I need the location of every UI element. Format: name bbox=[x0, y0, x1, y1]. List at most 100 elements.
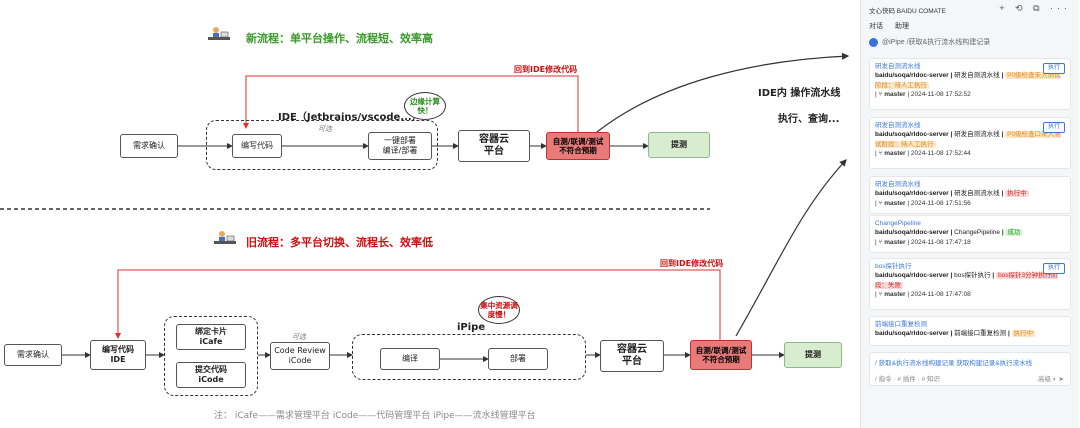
pipeline-card-summary: baidu/soqa/rldoc-server | 研发自测流水线 | P0级检… bbox=[875, 72, 1061, 89]
branch-name: master bbox=[884, 199, 906, 207]
pipeline-card-title[interactable]: 研发自测流水线 bbox=[875, 181, 921, 188]
tab-assistant[interactable]: 助理 bbox=[894, 23, 909, 30]
top-back-arrow bbox=[243, 75, 579, 132]
curve-top bbox=[591, 52, 850, 137]
pipeline-meta: | ⑂ master | 2024-11-08 17:47:08 bbox=[875, 291, 971, 299]
person-at-desk-icon bbox=[214, 231, 236, 244]
run-time: 2024-11-08 17:51:56 bbox=[910, 199, 971, 207]
bottom-test-node: 自测/联调/测试 不符合预期 bbox=[690, 340, 752, 370]
bottom-requirement-node: 需求确认 bbox=[4, 344, 62, 366]
pipeline-desc: 研发自测流水线 bbox=[954, 131, 1000, 139]
resource-bubble: 集中资源调度慢！ bbox=[478, 296, 520, 324]
connector-lines bbox=[0, 52, 850, 362]
bind-card-node: 绑定卡片 iCafe bbox=[176, 324, 246, 350]
panel-tabs: 对话 助理 bbox=[869, 21, 919, 31]
top-write-code-node: 编写代码 bbox=[232, 134, 282, 158]
run-time: 2024-11-08 17:47:18 bbox=[910, 238, 971, 246]
edge-compute-bubble: 边缘计算快！ bbox=[404, 92, 446, 120]
icafe-icode-group bbox=[164, 316, 258, 396]
top-requirement-node: 需求确认 bbox=[120, 134, 178, 158]
ipipe-group-title: iPipe bbox=[457, 322, 486, 333]
pipeline-desc: 前端接口重复检测 bbox=[954, 330, 1007, 338]
ipipe-hint: @iPipe /获取&执行流水线构建记录 bbox=[869, 37, 990, 47]
top-back-label: 回到IDE修改代码 bbox=[514, 65, 578, 74]
run-time: 2024-11-08 17:52:44 bbox=[910, 150, 971, 158]
pipeline-desc: bos探针执行 bbox=[954, 272, 991, 280]
pipeline-card-title[interactable]: 研发自测流水线 bbox=[875, 122, 921, 129]
bottom-cloud-node: 容器云 平台 bbox=[600, 340, 664, 372]
top-test-node: 自测/联调/测试 不符合预期 bbox=[546, 132, 610, 160]
pipeline-meta: | ⑂ master | 2024-11-08 17:51:56 bbox=[875, 199, 971, 207]
pipeline-card-title[interactable]: bos探针执行 bbox=[875, 263, 912, 270]
pipeline-meta: | ⑂ master | 2024-11-08 17:47:18 bbox=[875, 238, 971, 246]
pipeline-card-title[interactable]: ChangePipeline bbox=[875, 220, 921, 227]
pipeline-card-summary: baidu/soqa/rldoc-server | 前端接口重复检测 | 执行中 bbox=[875, 330, 1036, 338]
run-button[interactable]: 执行 bbox=[1042, 122, 1065, 133]
status-badge: 执行中 bbox=[1011, 330, 1036, 338]
top-submit-node: 提测 bbox=[648, 132, 710, 158]
run-time: 2024-11-08 17:47:08 bbox=[910, 291, 971, 299]
bottom-optional-label: 可选 bbox=[292, 333, 306, 341]
old-process-title: 旧流程：多平台切换、流程长、效率低 bbox=[246, 236, 433, 249]
repo-name: baidu/soqa/rldoc-server bbox=[875, 72, 949, 80]
status-badge: 执行中 bbox=[1005, 190, 1029, 198]
status-badge: 成功 bbox=[1005, 229, 1023, 237]
chat-input[interactable]: / 获取&执行流水线构建记录 获取构建记录&执行流水线 / 指令 · # 插件 … bbox=[869, 352, 1071, 386]
repo-name: baidu/soqa/rldoc-server bbox=[875, 190, 949, 198]
pipeline-card-summary: baidu/soqa/rldoc-server | bos探针执行 | bos探… bbox=[875, 272, 1058, 289]
branch-icon: | ⑂ bbox=[875, 199, 885, 207]
branch-name: master bbox=[884, 238, 906, 246]
branch-icon: | ⑂ bbox=[875, 91, 885, 99]
ide-op-label: IDE内 操作流水线 bbox=[758, 88, 841, 99]
commit-code-node: 提交代码 iCode bbox=[176, 362, 246, 388]
process-diagram: 新流程：单平台操作、流程短、效率高 回到IDE修改代码 IDE（Jetbrain… bbox=[0, 27, 850, 421]
input-shortcuts: / 指令 · # 插件 · # 知识 bbox=[875, 376, 941, 383]
run-time: 2024-11-08 17:52:52 bbox=[910, 91, 971, 99]
bottom-submit-node: 提测 bbox=[784, 342, 842, 368]
bottom-back-label: 回到IDE修改代码 bbox=[660, 259, 724, 268]
pipeline-meta: | ⑂ master | 2024-11-08 17:52:52 bbox=[875, 91, 971, 99]
platform-note: 注： iCafe——需求管理平台 iCode——代码管理平台 iPipe——流水… bbox=[214, 411, 536, 421]
bottom-back-arrow bbox=[115, 269, 721, 340]
bottom-write-code-node: 编写代码 IDE bbox=[90, 340, 146, 370]
run-button[interactable]: 执行 bbox=[1042, 263, 1065, 274]
ide-group-title: IDE（Jetbrains/vscode...） bbox=[278, 112, 422, 123]
new-process-title: 新流程：单平台操作、流程短、效率高 bbox=[246, 32, 433, 45]
repo-name: baidu/soqa/rldoc-server bbox=[875, 131, 949, 139]
ipipe-group bbox=[352, 334, 586, 380]
pipeline-desc: ChangePipeline bbox=[954, 229, 1001, 237]
pipeline-card-summary: baidu/soqa/rldoc-server | ChangePipeline… bbox=[875, 229, 1023, 237]
repo-name: baidu/soqa/rldoc-server bbox=[875, 330, 949, 338]
ide-group bbox=[206, 120, 438, 170]
branch-name: master bbox=[884, 291, 906, 299]
repo-name: baidu/soqa/rldoc-server bbox=[875, 272, 949, 280]
query-label: 执行、查询... bbox=[778, 114, 840, 125]
branch-icon: | ⑂ bbox=[875, 150, 885, 158]
curve-bottom bbox=[735, 159, 847, 337]
repo-name: baidu/soqa/rldoc-server bbox=[875, 229, 949, 237]
send-button[interactable]: 高级 ◐ ➤ bbox=[1038, 376, 1064, 383]
top-optional-label: 可选 bbox=[318, 125, 332, 133]
input-command-text: / 获取&执行流水线构建记录 获取构建记录&执行流水线 bbox=[875, 360, 1033, 367]
panel-app-title: 文心快码 BAIDU COMATE bbox=[869, 8, 946, 15]
code-review-node: Code Review iCode bbox=[270, 342, 330, 370]
run-button[interactable]: 执行 bbox=[1042, 63, 1065, 74]
panel-header-icons[interactable]: + ⟲ ⧉ ··· bbox=[999, 3, 1071, 13]
tab-chat[interactable]: 对话 bbox=[869, 23, 883, 30]
pipeline-card-title[interactable]: 研发自测流水线 bbox=[875, 63, 921, 70]
pipeline-card-summary: baidu/soqa/rldoc-server | 研发自测流水线 | 执行中 bbox=[875, 190, 1029, 198]
pipeline-card-title[interactable]: 前端接口重复检测 bbox=[875, 321, 927, 328]
branch-icon: | ⑂ bbox=[875, 291, 885, 299]
pipeline-desc: 研发自测流水线 bbox=[954, 72, 1000, 80]
pipeline-desc: 研发自测流水线 bbox=[954, 190, 1000, 198]
compile-node: 编译 bbox=[380, 348, 440, 370]
deploy-node: 部署 bbox=[488, 348, 548, 370]
branch-name: master bbox=[884, 91, 906, 99]
branch-name: master bbox=[884, 150, 906, 158]
